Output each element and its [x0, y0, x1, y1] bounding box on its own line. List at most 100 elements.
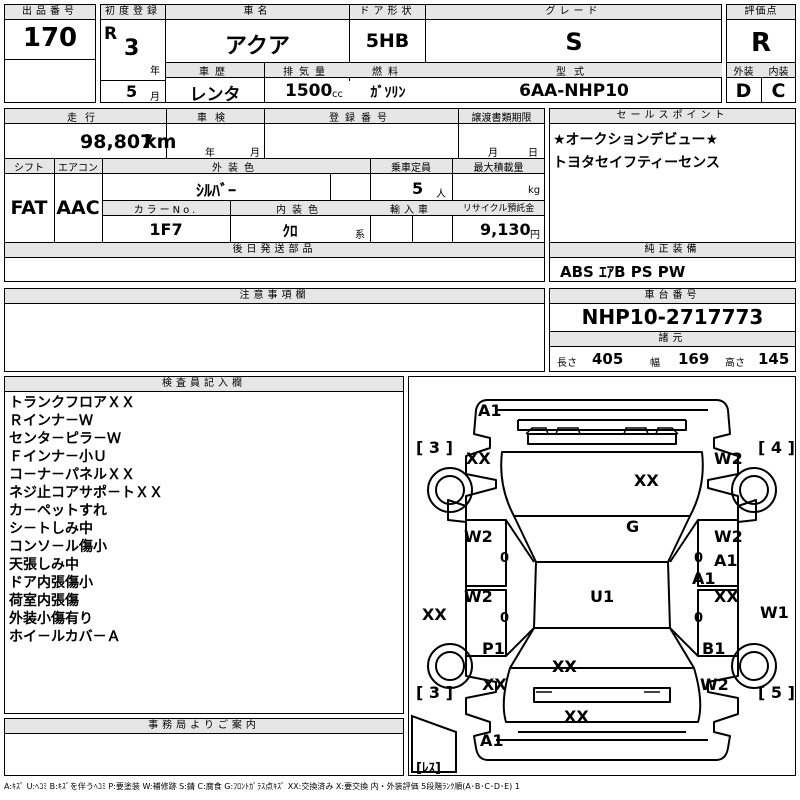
score: R [750, 28, 772, 58]
damage-mark: G [626, 517, 639, 536]
car-name: アクア [225, 34, 290, 59]
car-damage-diagram: [ 3 ] [ 4 ] [ 3 ] [ 5 ] [ﾚｽ] A1 XX W2 XX… [408, 376, 796, 776]
insp-month-unit: 月 [250, 148, 260, 159]
interior-color-label: 内装色 [276, 205, 324, 216]
height: 145 [758, 350, 790, 368]
ac-label: エアコン [58, 163, 98, 174]
equipment-label: 純正装備 [550, 243, 795, 258]
inspector-label: 検査員記入欄 [5, 377, 403, 392]
color-no-label: カラーNo. [133, 205, 199, 216]
inspector-line: カ－ペットすれ [9, 503, 107, 519]
inspector-line: 荷室内張傷 [9, 593, 79, 609]
transfer-label: 譲渡書類期限 [471, 113, 532, 124]
notes-box [4, 288, 545, 372]
dims-label: 諸元 [550, 332, 795, 347]
damage-mark: A1 [692, 569, 716, 588]
chassis-number: NHP10-2717773 [581, 305, 764, 329]
exterior-grade: D [735, 80, 752, 102]
exterior-label: 外装 [733, 67, 754, 78]
damage-mark: XX [552, 657, 577, 676]
year-unit: 年 [150, 66, 160, 77]
shift-label: シフト [14, 163, 44, 174]
chassis-box [549, 288, 796, 372]
width: 169 [678, 350, 710, 368]
interior-label: 内装 [768, 67, 789, 78]
model: 6AA-NHP10 [519, 81, 629, 101]
damage-mark: XX [564, 707, 589, 726]
damage-mark: XX [552, 657, 577, 676]
grade: S [565, 28, 583, 56]
damage-mark: W2 [700, 675, 729, 694]
length-label: 長さ [557, 358, 577, 369]
damage-mark: W2 [464, 587, 493, 606]
fuel-label: 燃料 [372, 67, 404, 78]
damage-mark: P1 [482, 639, 505, 658]
length: 405 [592, 350, 624, 368]
era: R [104, 24, 118, 44]
inspector-line: コンソ－ル傷小 [9, 539, 107, 555]
equipment: ABS ｴｱB PS PW [560, 263, 686, 281]
damage-marks: [ 3 ] [ 4 ] [ 3 ] [ 5 ] [ﾚｽ] A1 XX W2 XX… [416, 401, 795, 776]
month-unit: 月 [150, 92, 160, 103]
sales-point-1: ★オークションデビュー★ [553, 132, 719, 148]
displacement-label: 排気量 [283, 67, 331, 78]
damage-mark: XX [714, 587, 739, 606]
ac: AAC [56, 197, 100, 219]
inspector-line: シ－トしみ中 [9, 521, 93, 537]
height-label: 高さ [725, 358, 745, 369]
bracket-bottom-left: [ 3 ] [416, 683, 453, 702]
reg-no-label: 登録番号 [329, 113, 393, 124]
sales-point-2: トヨタセイフティーセンス [553, 155, 720, 171]
damage-mark: U1 [590, 587, 614, 606]
first-reg-label: 初度登録 [101, 5, 165, 20]
bracket-top-left: [ 3 ] [416, 438, 453, 457]
inspector-line: センタ－ピラ－Ｗ [9, 431, 121, 447]
header-main [100, 4, 722, 103]
office-label: 事務局よりご案内 [5, 719, 403, 734]
displacement: 1500 [285, 81, 333, 101]
lot-blank-box [4, 60, 96, 103]
lot-number: 170 [22, 23, 78, 53]
capacity-unit: 人 [436, 189, 446, 200]
legend: A:ｷｽﾞ U:ﾍｺﾐ B:ｷｽﾞを伴うﾍｺﾐ P:要塗装 W:補修跡 S:錆 … [4, 782, 520, 791]
grade-label: グレード [426, 5, 721, 20]
interior-grade: C [771, 80, 786, 102]
car-name-label: 車名 [166, 5, 349, 20]
damage-mark: XX [634, 471, 659, 490]
inspector-line: ドア内張傷小 [9, 575, 93, 591]
exterior-color: ｼﾙﾊﾞｰ [195, 181, 236, 200]
lot-label: 出品番号 [5, 5, 95, 20]
spare-tyre-icon [411, 714, 457, 773]
inspector-line: ネジ止コアサポ－トＸＸ [9, 485, 163, 501]
inspector-line: ホイ－ルカバ－Ａ [9, 629, 121, 645]
mileage-label: 走行 [67, 113, 103, 124]
car-outline [447, 399, 757, 761]
history-label: 車歴 [199, 67, 231, 78]
inspector-line: トランクフロアＸＸ [9, 395, 135, 411]
damage-mark: 0 [500, 611, 509, 626]
inspector-box [4, 376, 404, 714]
model-label: 型式 [556, 67, 592, 78]
inspection-label: 車検 [197, 113, 233, 124]
vents [525, 427, 679, 693]
transfer-day-unit: 日 [528, 148, 538, 159]
damage-mark: XX [466, 449, 491, 468]
damage-mark: A1 [478, 401, 502, 420]
inspector-line: 外装小傷有り [9, 611, 93, 627]
less-tag: [ﾚｽ] [416, 761, 441, 776]
recycle-fee: 9,130 [480, 220, 531, 239]
capacity: 5 [412, 179, 424, 198]
office-box [4, 718, 404, 776]
color-no: 1F7 [149, 220, 183, 239]
damage-mark: W1 [760, 603, 789, 622]
damage-mark: 0 [694, 611, 703, 626]
sales-points-label: セールスポイント [550, 109, 795, 124]
interior-color: ｸﾛ [282, 222, 298, 240]
recycle-label: リサイクル預託金 [462, 204, 535, 214]
load-unit: kg [528, 185, 541, 196]
damage-mark: W2 [714, 527, 743, 546]
inspector-line: コ－ナ－パネルＸＸ [9, 467, 135, 483]
wheels [427, 467, 777, 689]
insp-year-unit: 年 [205, 148, 215, 159]
interior-color-unit: 系 [355, 230, 365, 241]
